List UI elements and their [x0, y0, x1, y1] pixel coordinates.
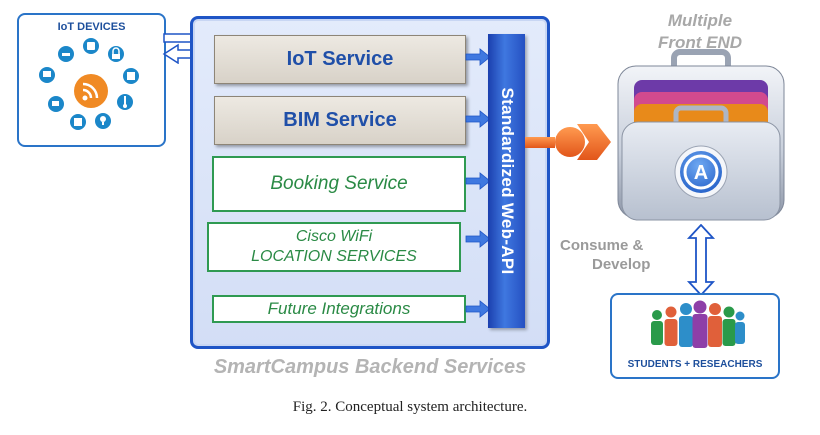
iot-devices-panel: IoT DEVICES	[17, 13, 166, 147]
rss-icon	[74, 74, 108, 108]
device-camera-icon	[48, 96, 64, 112]
people-group-icon	[651, 300, 745, 348]
backend-caption: SmartCampus Backend Services	[213, 356, 527, 378]
iot-devices-title: IoT DEVICES	[57, 21, 126, 33]
future-integrations-box: Future Integrations	[212, 295, 466, 323]
location-services-label: LOCATION SERVICES	[251, 248, 417, 265]
person-icon	[692, 300, 708, 348]
person-icon	[664, 306, 678, 346]
person-icon	[651, 310, 663, 345]
arrow-right-icon	[465, 110, 491, 128]
arrow-right-icon	[465, 300, 491, 318]
arrow-right-icon	[465, 48, 491, 66]
booking-service-box: Booking Service	[212, 156, 466, 212]
person-icon	[708, 303, 722, 347]
device-router-icon	[58, 46, 74, 62]
device-keypad-icon	[70, 114, 86, 130]
web-api-bar	[488, 34, 525, 328]
iot-service-box: IoT Service	[214, 35, 466, 84]
connector-ball	[555, 127, 585, 157]
person-icon	[679, 303, 693, 347]
cisco-wifi-label: Cisco WiFi	[295, 228, 373, 245]
app-bag-icon: A	[617, 49, 785, 221]
device-calendar-icon	[123, 68, 139, 84]
device-monitor-icon	[39, 67, 55, 83]
orange-connector	[525, 124, 611, 160]
device-lightbulb-icon	[95, 113, 111, 129]
cisco-wifi-service-box: Cisco WiFi LOCATION SERVICES	[207, 222, 461, 272]
device-lock-icon	[108, 46, 124, 62]
device-thermometer-icon	[117, 94, 133, 110]
iot-devices-graphic	[39, 38, 139, 130]
consume-develop-label: Consume & Develop	[560, 236, 710, 274]
arrow-right-icon	[465, 230, 491, 248]
figure-caption: Fig. 2. Conceptual system architecture.	[292, 399, 528, 415]
device-outlet-icon	[83, 38, 99, 54]
connector-bar	[525, 137, 555, 148]
frontend-title: Multiple Front END	[625, 10, 775, 54]
person-icon	[735, 311, 745, 344]
bim-service-box: BIM Service	[214, 96, 466, 145]
connector-chevron-icon	[577, 124, 611, 160]
service-to-api-arrows	[465, 48, 491, 318]
person-icon	[722, 306, 736, 346]
arrow-right-icon	[465, 172, 491, 190]
develop-label: Develop	[592, 256, 651, 273]
frontend-title-line1: Multiple	[667, 11, 733, 30]
students-researchers-label: STUDENTS + RESEACHERS	[627, 359, 763, 370]
web-api-label: Standardized Web-API	[498, 87, 517, 275]
frontend-title-line2: Front END	[657, 33, 743, 52]
app-letter: A	[694, 162, 708, 184]
consume-label: Consume &	[560, 237, 644, 254]
